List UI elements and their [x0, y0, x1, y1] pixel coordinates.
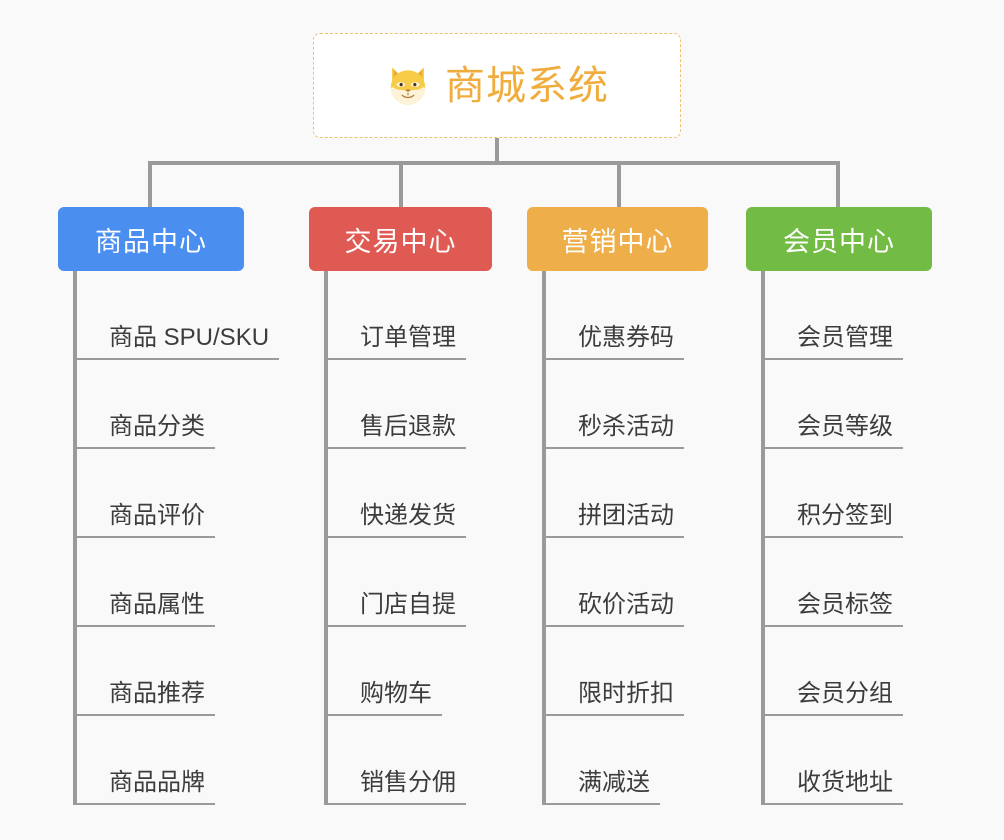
leaf-label: 商品分类	[77, 413, 215, 449]
connector-drop-1	[148, 161, 152, 209]
branch-items-1: 商品 SPU/SKU 商品分类 商品评价 商品属性 商品推荐 商品品牌	[73, 271, 280, 805]
list-item[interactable]: 售后退款	[328, 360, 492, 449]
branch-title-3: 营销中心	[561, 226, 674, 257]
list-item[interactable]: 限时折扣	[546, 627, 708, 716]
list-item[interactable]: 秒杀活动	[546, 360, 708, 449]
leaf-label: 商品属性	[77, 591, 215, 627]
connector-bus	[148, 161, 840, 165]
branch-title-1: 商品中心	[95, 226, 207, 257]
list-item[interactable]: 优惠券码	[546, 271, 708, 360]
branch-title-4: 会员中心	[783, 226, 895, 257]
list-item[interactable]: 会员标签	[765, 538, 932, 627]
leaf-label: 订单管理	[328, 324, 466, 360]
list-item[interactable]: 拼团活动	[546, 449, 708, 538]
leaf-label: 商品推荐	[77, 680, 215, 716]
leaf-label: 门店自提	[328, 591, 466, 627]
leaf-label: 会员标签	[765, 591, 903, 627]
list-item[interactable]: 门店自提	[328, 538, 492, 627]
branch-header-2[interactable]: 交易中心	[309, 207, 492, 271]
leaf-label: 满减送	[546, 769, 660, 805]
list-item[interactable]: 商品推荐	[77, 627, 244, 716]
leaf-label: 会员等级	[765, 413, 903, 449]
branch-column-3: 营销中心 优惠券码 秒杀活动 拼团活动 砍价活动 限时折扣 满减送	[527, 207, 708, 805]
branch-items-2: 订单管理 售后退款 快递发货 门店自提 购物车 销售分佣	[324, 271, 492, 805]
list-item[interactable]: 会员等级	[765, 360, 932, 449]
connector-drop-4	[836, 161, 840, 209]
branch-column-1: 商品中心 商品 SPU/SKU 商品分类 商品评价 商品属性 商品推荐 商品品牌	[58, 207, 280, 805]
list-item[interactable]: 快递发货	[328, 449, 492, 538]
leaf-label: 优惠券码	[546, 324, 684, 360]
connector-drop-3	[617, 161, 621, 209]
branch-header-4[interactable]: 会员中心	[746, 207, 932, 271]
leaf-label: 商品评价	[77, 502, 215, 538]
root-node[interactable]: 商城系统	[313, 33, 681, 138]
branch-column-4: 会员中心 会员管理 会员等级 积分签到 会员标签 会员分组 收货地址	[746, 207, 932, 805]
leaf-label: 限时折扣	[546, 680, 684, 716]
leaf-label: 快递发货	[328, 502, 466, 538]
leaf-label: 售后退款	[328, 413, 466, 449]
leaf-label: 砍价活动	[546, 591, 684, 627]
list-item[interactable]: 购物车	[328, 627, 492, 716]
branch-title-2: 交易中心	[344, 226, 457, 257]
list-item[interactable]: 积分签到	[765, 449, 932, 538]
connector-root-stem	[495, 138, 499, 164]
list-item[interactable]: 收货地址	[765, 716, 932, 805]
branch-header-1[interactable]: 商品中心	[58, 207, 244, 271]
dog-face-icon	[390, 66, 426, 105]
list-item[interactable]: 商品品牌	[77, 716, 244, 805]
list-item[interactable]: 商品评价	[77, 449, 244, 538]
leaf-label: 拼团活动	[546, 502, 684, 538]
list-item[interactable]: 满减送	[546, 716, 708, 805]
list-item[interactable]: 商品属性	[77, 538, 244, 627]
list-item[interactable]: 会员管理	[765, 271, 932, 360]
leaf-label: 积分签到	[765, 502, 903, 538]
leaf-label: 会员管理	[765, 324, 903, 360]
leaf-label: 收货地址	[765, 769, 903, 805]
leaf-label: 会员分组	[765, 680, 903, 716]
leaf-label: 购物车	[328, 680, 442, 716]
branch-column-2: 交易中心 订单管理 售后退款 快递发货 门店自提 购物车 销售分佣	[309, 207, 492, 805]
leaf-label: 商品品牌	[77, 769, 215, 805]
root-title: 商城系统	[445, 63, 609, 108]
list-item[interactable]: 销售分佣	[328, 716, 492, 805]
leaf-label: 销售分佣	[328, 769, 466, 805]
connector-drop-2	[399, 161, 403, 209]
branch-items-4: 会员管理 会员等级 积分签到 会员标签 会员分组 收货地址	[761, 271, 932, 805]
list-item[interactable]: 会员分组	[765, 627, 932, 716]
list-item[interactable]: 砍价活动	[546, 538, 708, 627]
branch-header-3[interactable]: 营销中心	[527, 207, 708, 271]
leaf-label: 商品 SPU/SKU	[77, 324, 280, 360]
list-item[interactable]: 订单管理	[328, 271, 492, 360]
leaf-label: 秒杀活动	[546, 413, 684, 449]
list-item[interactable]: 商品 SPU/SKU	[77, 271, 280, 360]
branch-items-3: 优惠券码 秒杀活动 拼团活动 砍价活动 限时折扣 满减送	[542, 271, 708, 805]
list-item[interactable]: 商品分类	[77, 360, 244, 449]
